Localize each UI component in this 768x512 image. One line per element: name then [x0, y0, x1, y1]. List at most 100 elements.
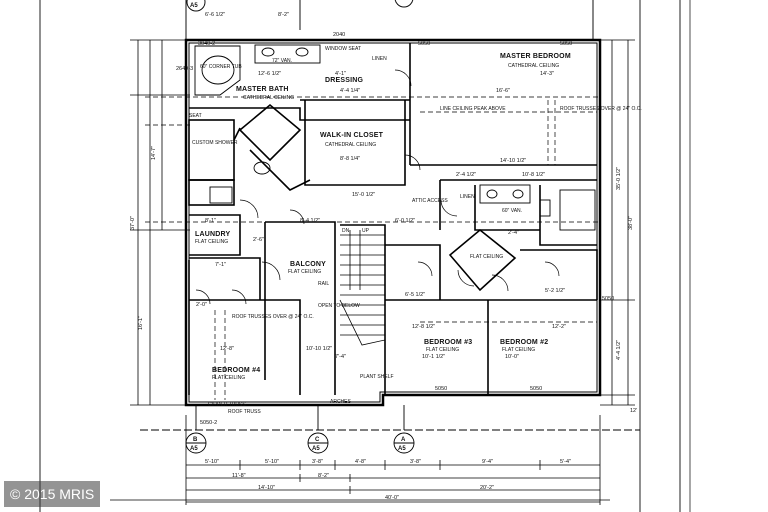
room-name-balcony: BALCONY	[290, 261, 326, 268]
dim-23: 2'-6"	[253, 237, 264, 243]
section-letter-top: A	[193, 0, 198, 1]
dim-right-4: 12'	[630, 408, 637, 414]
label-plant-shelf: PLANT SHELF	[360, 374, 394, 380]
dim-6: 14'-10 1/2"	[500, 158, 526, 164]
section-sheet-top: A5	[190, 3, 198, 9]
stair	[339, 230, 386, 346]
room-note-master-bedroom: CATHEDRAL CEILING	[508, 63, 559, 69]
right-dimensions	[600, 39, 635, 406]
window-tag-4: 5050	[560, 41, 572, 47]
label-attic-access: ATTIC ACCESS	[412, 198, 448, 204]
room-note-bedroom2: FLAT CEILING	[502, 347, 535, 353]
dim-7: 2'-4 1/2"	[456, 172, 476, 178]
label-line-ceiling: LINE CEILING PEAK ABOVE	[440, 106, 506, 112]
window-tag-5: 5050	[435, 386, 447, 392]
room-note-walk-in-closet: CATHEDRAL CEILING	[325, 142, 376, 148]
label-roof-trusses-2: ROOF TRUSSES OVER @ 24" O.C.	[232, 314, 314, 320]
room-note-bedroom3: FLAT CEILING	[426, 347, 459, 353]
dim-right-2: 35'-0 1/2"	[616, 167, 622, 190]
room-note-master-bath: CATHEDRAL CEILING	[243, 95, 294, 101]
dim-left-1: 16'-1"	[138, 316, 144, 330]
window-tag-3: 5050	[418, 41, 430, 47]
dim-20: 6'-5 1/2"	[405, 292, 425, 298]
window-tag-6: 5050	[530, 386, 542, 392]
ceiling-lines	[145, 96, 600, 400]
room-name-laundry: LAUNDRY	[195, 231, 230, 238]
room-note-laundry: FLAT CEILING	[195, 239, 228, 245]
dim-9: 6'-0 1/2"	[395, 218, 415, 224]
dim-bottom-12: 40'-0"	[385, 495, 399, 501]
section-letter-b: B	[193, 437, 198, 443]
dim-16: 12'-8 1/2"	[412, 324, 435, 330]
window-tag-2: 2040	[333, 32, 345, 38]
label-linen-1: LINEN	[372, 56, 387, 62]
window-tag-1: 3040-2	[198, 41, 215, 47]
dim-top-1: 6'-6 1/2"	[205, 12, 225, 18]
section-letter-c: C	[315, 437, 320, 443]
room-name-bedroom3: BEDROOM #3	[424, 339, 472, 346]
room-name-walk-in-closet: WALK-IN CLOSET	[320, 132, 384, 139]
dim-bottom-9: 8'-2"	[318, 473, 329, 479]
dim-bottom-2: 5'-10"	[265, 459, 279, 465]
dim-bottom-10: 14'-10"	[258, 485, 275, 491]
laundry-appliances	[209, 186, 233, 204]
copyright-watermark: © 2015 MRIS	[4, 481, 101, 507]
dim-3: 4'-4 1/4"	[340, 88, 360, 94]
dim-bottom-3: 3'-8"	[312, 459, 323, 465]
corner-tub	[194, 45, 241, 96]
dim-17: 10'-1 1/2"	[422, 354, 445, 360]
section-cuts	[140, 405, 640, 454]
vanity-72	[254, 44, 321, 64]
door-swings	[195, 69, 560, 305]
label-linen-2: LINEN	[460, 194, 475, 200]
dim-4: 8'-8 1/4"	[340, 156, 360, 162]
label-dressing: DRESSING	[325, 77, 364, 84]
dim-bottom-6: 9'-4"	[482, 459, 493, 465]
dim-bottom-7: 5'-4"	[560, 459, 571, 465]
sheet-border	[39, 0, 691, 512]
dim-bottom-4: 4'-8"	[355, 459, 366, 465]
window-tag-9: 2640-3	[176, 66, 193, 72]
left-dimensions	[130, 39, 190, 406]
label-corner-tub: 60" CORNER TUB	[200, 64, 242, 70]
label-girder-truss: GIRDER TRUSS	[208, 402, 246, 408]
label-seat: SEAT	[189, 113, 202, 119]
section-sheet-a: A5	[398, 446, 406, 452]
label-stair-dn: DN	[342, 228, 350, 234]
dim-2: 4'-1"	[335, 71, 346, 77]
dim-bottom-5: 3'-8"	[410, 459, 421, 465]
dim-18: 10'-0"	[505, 354, 519, 360]
label-vanity-60: 60" VAN.	[502, 208, 522, 214]
dim-bottom-1: 5'-10"	[205, 459, 219, 465]
dim-15: 7'-4"	[335, 354, 346, 360]
window-tag-7: 5050-2	[200, 420, 217, 426]
bottom-dimensions	[110, 415, 610, 505]
dim-left-3: 14'-7"	[151, 146, 157, 160]
window-tag-8: 5050	[602, 296, 614, 302]
interior-walls	[188, 43, 598, 395]
dim-10: 8'-4 1/2"	[300, 218, 320, 224]
dim-left-2: 37'-0"	[130, 216, 136, 230]
dim-mb-width: 16'-6"	[496, 88, 510, 94]
bath2-tub	[559, 189, 596, 231]
label-open-to-below: OPEN TO BELOW	[318, 303, 360, 309]
room-note-hall: FLAT CEILING	[470, 254, 503, 260]
top-section-marks	[185, 0, 594, 40]
dim-14: 10'-10 1/2"	[306, 346, 332, 352]
room-note-balcony: FLAT CEILING	[288, 269, 321, 275]
label-roof-trusses-1: ROOF TRUSSES OVER @ 24" O.C.	[560, 106, 642, 112]
dim-right-3: 4'-4 1/2"	[616, 340, 622, 360]
section-letter-a: A	[401, 437, 406, 443]
dim-right-1: 38'-0"	[628, 216, 634, 230]
dim-24: 2'-4"	[508, 230, 519, 236]
dim-5: 15'-0 1/2"	[352, 192, 375, 198]
fixtures	[194, 44, 596, 231]
room-name-bedroom2: BEDROOM #2	[500, 339, 548, 346]
vanity-60	[479, 184, 531, 204]
label-arches: ARCHES	[330, 399, 352, 405]
dim-bottom-11: 20'-2"	[480, 485, 494, 491]
dim-21: 5'-2 1/2"	[545, 288, 565, 294]
label-vanity-72: 72" VAN.	[272, 58, 292, 64]
section-sheet-c: A5	[312, 446, 320, 452]
